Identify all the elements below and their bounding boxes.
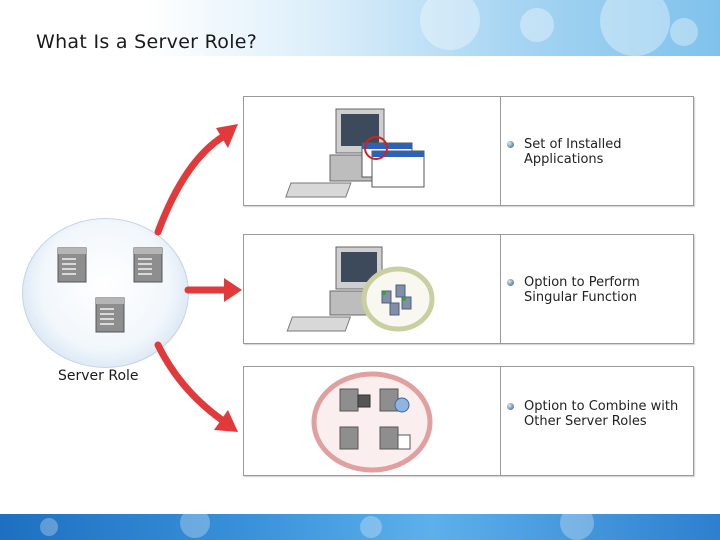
bullet-icon (507, 403, 514, 410)
combined-server-roles-icon (311, 371, 433, 473)
row-divider (500, 97, 501, 205)
footer-banner (0, 514, 720, 540)
row-divider (500, 367, 501, 475)
row-singular-function: Option to Perform Singular Function (243, 234, 694, 344)
row-divider (500, 235, 501, 343)
bullet-icon (507, 141, 514, 148)
page-title: What Is a Server Role? (36, 31, 258, 53)
computer-with-application-windows-icon (285, 108, 425, 198)
server-tower-icon (57, 247, 87, 283)
server-role-label: Server Role (58, 368, 139, 384)
row-text: Option to Perform Singular Function (524, 275, 640, 305)
bullet-icon (507, 279, 514, 286)
row-text: Set of Installed Applications (524, 137, 622, 167)
row-text: Option to Combine with Other Server Role… (524, 399, 679, 429)
row-combine-roles: Option to Combine with Other Server Role… (243, 366, 694, 476)
header-banner (0, 0, 720, 56)
server-tower-icon (133, 247, 163, 283)
computer-with-function-ring-icon (286, 246, 435, 332)
server-tower-icon (95, 297, 125, 333)
row-installed-applications: Set of Installed Applications (243, 96, 694, 206)
